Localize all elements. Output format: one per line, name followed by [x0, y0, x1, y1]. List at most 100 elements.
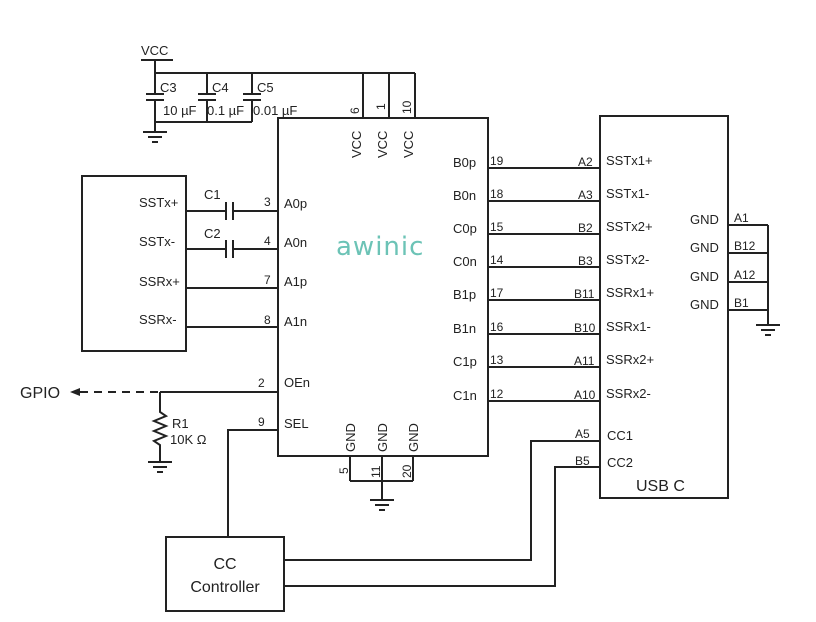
- pin-6-num: 6: [348, 107, 362, 114]
- gpio-label: GPIO: [20, 385, 60, 402]
- pin-id: B2: [578, 221, 593, 235]
- pin-6-name: VCC: [349, 131, 364, 158]
- pin-id: B12: [734, 239, 756, 253]
- pin-id: B3: [578, 254, 593, 268]
- host-signal: SSTx+: [139, 195, 178, 210]
- host-connector: SSTx+ SSTx- SSRx+ SSRx- C1 C2: [81, 175, 278, 352]
- ground-icon: [148, 461, 172, 473]
- pin-name: SSTx1-: [606, 186, 649, 201]
- pin-name: CC1: [607, 428, 633, 443]
- host-box: [81, 175, 187, 352]
- pin-id: A1: [734, 211, 749, 225]
- pin-name: GND: [690, 269, 719, 284]
- usb-c-title: USB C: [636, 478, 685, 495]
- pin-name: B0n: [453, 188, 476, 203]
- gpio-oen: GPIO R1 10K Ω: [20, 385, 278, 537]
- chip-body: [277, 117, 489, 457]
- pin-name: SEL: [284, 416, 309, 431]
- pin-20-name: GND: [406, 423, 421, 452]
- pin-name: SSTx2-: [606, 252, 649, 267]
- pin-name: A1p: [284, 274, 307, 289]
- pin-name: OEn: [284, 375, 310, 390]
- cc2-wire: [284, 466, 600, 587]
- pin-name: A1n: [284, 314, 307, 329]
- c3-value: 10 µF: [163, 103, 197, 118]
- pin-name: C1p: [453, 354, 477, 369]
- pin-id: B5: [575, 454, 590, 468]
- pin-id: A11: [574, 354, 595, 368]
- pin-num: 19: [490, 154, 504, 168]
- pin-num: 15: [490, 220, 504, 234]
- pin-11-num: 11: [369, 465, 383, 478]
- host-signal: SSTx-: [139, 234, 175, 249]
- pin-5-name: GND: [343, 423, 358, 452]
- c1-ref: C1: [204, 187, 221, 202]
- pin-name: B1n: [453, 321, 476, 336]
- chip-right-pins: B0p 19 B0n 18 C0p 15 C0n 14 B1p 17 B1n 1…: [453, 154, 504, 403]
- pin-id: A10: [574, 388, 596, 402]
- cc1-wire: [284, 440, 600, 561]
- pin-num: 13: [490, 353, 504, 367]
- pin-1-name: VCC: [375, 131, 390, 158]
- pin-num: 16: [490, 320, 504, 334]
- pin-name: SSRx2-: [606, 386, 651, 401]
- pin-20-num: 20: [400, 464, 414, 478]
- pin-num: 9: [258, 415, 265, 429]
- pin-name: SSTx1+: [606, 153, 653, 168]
- c4-value: 0.1 µF: [207, 103, 244, 118]
- pin-num: 2: [258, 376, 265, 390]
- vcc-decoupling: VCC C3 10 µF C4 0.1 µF C5 0.01 µF: [141, 43, 415, 143]
- pin-num: 12: [490, 387, 504, 401]
- pin-10-name: VCC: [401, 131, 416, 158]
- usb-c-cc-pins: A5 CC1 B5 CC2: [575, 427, 633, 470]
- pin-name: SSRx1+: [606, 285, 654, 300]
- c4-ref: C4: [212, 80, 229, 95]
- pin-10-num: 10: [400, 100, 414, 114]
- ground-icon: [756, 324, 780, 336]
- pin-num: 3: [264, 195, 271, 209]
- redriver-chip: awinic 6 1 10 VCC VCC VCC GND GND GND 5 …: [258, 73, 504, 511]
- pin-1-num: 1: [374, 103, 388, 110]
- cc-controller-box: [165, 536, 285, 612]
- c5-ref: C5: [257, 80, 274, 95]
- pin-id: A2: [578, 155, 593, 169]
- cc-controller-line1: CC: [213, 556, 236, 573]
- sel-wire: [227, 429, 278, 537]
- pin-name: SSRx2+: [606, 352, 654, 367]
- pin-name: GND: [690, 212, 719, 227]
- pin-id: A3: [578, 188, 593, 202]
- r1-value: 10K Ω: [170, 432, 207, 447]
- ground-icon: [143, 131, 167, 143]
- pin-name: C0p: [453, 221, 477, 236]
- pin-name: B0p: [453, 155, 476, 170]
- pin-name: C1n: [453, 388, 477, 403]
- pin-num: 17: [490, 286, 504, 300]
- pin-id: B1: [734, 296, 749, 310]
- arrow-left-icon: [70, 388, 80, 396]
- pin-num: 14: [490, 253, 504, 267]
- lane-wires: [488, 167, 600, 402]
- host-signal: SSRx-: [139, 312, 177, 327]
- pin-name: GND: [690, 297, 719, 312]
- pin-num: 7: [264, 273, 271, 287]
- c3-ref: C3: [160, 80, 177, 95]
- pin-id: B11: [574, 287, 595, 301]
- cc-controller: CC Controller: [165, 536, 285, 612]
- pin-name: CC2: [607, 455, 633, 470]
- pin-name: B1p: [453, 287, 476, 302]
- vcc-label: VCC: [141, 43, 168, 58]
- ground-icon: [370, 499, 394, 511]
- pin-name: GND: [690, 240, 719, 255]
- pin-id: B10: [574, 321, 596, 335]
- r1-ref: R1: [172, 416, 189, 431]
- pin-num: 8: [264, 313, 271, 327]
- pin-name: SSTx2+: [606, 219, 653, 234]
- usb-c-body: [599, 115, 729, 499]
- host-signal: SSRx+: [139, 274, 180, 289]
- pin-num: 18: [490, 187, 504, 201]
- usb-c-gnd-pins: GND A1 GND B12 GND A12 GND B1: [690, 211, 780, 336]
- usb-c-connector: USB C A2 SSTx1+ A3 SSTx1- B2 SSTx2+ B3 S…: [284, 115, 780, 587]
- pin-5-num: 5: [337, 467, 351, 474]
- pin-name: A0n: [284, 235, 307, 250]
